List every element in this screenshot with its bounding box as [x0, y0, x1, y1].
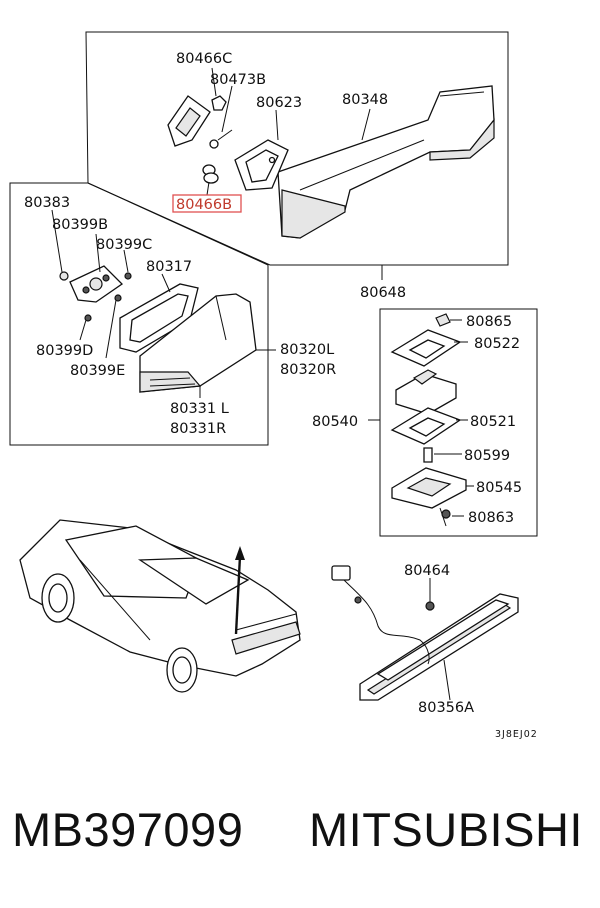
label-80865: 80865: [466, 314, 512, 330]
diagram-code: 3J8EJ02: [495, 729, 538, 740]
label-80331R: 80331R: [170, 421, 226, 437]
license-lamp-frame: [379, 308, 538, 537]
label-80473B: 80473B: [210, 72, 266, 88]
gasket-80623: [234, 139, 289, 191]
bulb-80399D: [84, 314, 92, 322]
leader-80317: [161, 273, 171, 293]
leader-80399D: [79, 319, 87, 341]
label-80399C: 80399C: [96, 237, 152, 253]
arrow-icon: [235, 546, 245, 560]
leader-80399E: [105, 299, 117, 359]
leader-80399B: [95, 233, 101, 273]
label-80348: 80348: [342, 92, 388, 108]
car-illustration: [19, 519, 301, 693]
label-80317: 80317: [146, 259, 192, 275]
leader-80356A: [443, 659, 451, 701]
leader-80399C: [123, 249, 129, 273]
label-80522: 80522: [474, 336, 520, 352]
part-number: MB397099: [12, 803, 244, 856]
label-80540: 80540: [312, 414, 358, 430]
leader-80348: [361, 108, 371, 141]
screw-80399C: [124, 272, 132, 280]
label-80399B: 80399B: [52, 217, 108, 233]
leader-80466B: [206, 181, 210, 196]
label-80545: 80545: [476, 480, 522, 496]
bracket-80473B: [167, 95, 211, 147]
label-80648: 80648: [360, 285, 406, 301]
socket-plate: [69, 265, 124, 303]
top-assembly-frame: [85, 31, 509, 266]
grommet-80466B: [202, 164, 219, 184]
screw-80473B: [209, 129, 233, 149]
label-80399E: 80399E: [70, 363, 125, 379]
label-80466B: 80466B: [176, 197, 232, 213]
stop-lamp-80356A: [331, 565, 519, 701]
left-lamp-frame: [9, 182, 269, 446]
label-80623: 80623: [256, 95, 302, 111]
label-80464: 80464: [404, 563, 450, 579]
highlight-box-80466B: [172, 194, 242, 213]
brand-name: MITSUBISHI: [309, 803, 583, 856]
label-80399D: 80399D: [36, 343, 93, 359]
label-80383: 80383: [24, 195, 70, 211]
leader-80473B: [221, 85, 233, 133]
label-80356A: 80356A: [418, 700, 474, 716]
leader-80623: [275, 109, 279, 141]
spoiler-80348: [277, 85, 495, 239]
label-80331L: 80331 L: [170, 401, 229, 417]
bulb-80383: [59, 271, 69, 281]
label-80599: 80599: [464, 448, 510, 464]
leader-80383: [51, 209, 63, 273]
nut-80466C: [211, 95, 227, 111]
license-lamp-parts: [390, 313, 474, 527]
label-80863: 80863: [468, 510, 514, 526]
label-80466C: 80466C: [176, 51, 232, 67]
leader-80466C: [211, 67, 217, 97]
bulb-80399E: [114, 294, 122, 302]
label-80521: 80521: [470, 414, 516, 430]
label-80320L: 80320L: [280, 342, 334, 358]
label-80320R: 80320R: [280, 362, 336, 378]
